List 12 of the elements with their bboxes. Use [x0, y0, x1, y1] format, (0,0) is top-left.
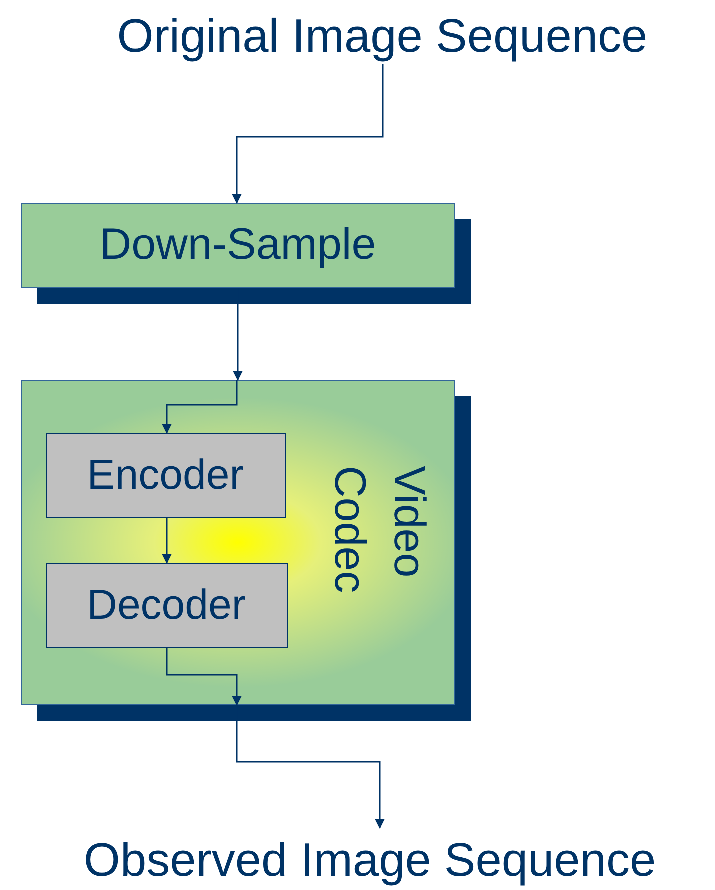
arrow: [162, 380, 238, 434]
sequence-label: Observed Image Sequence: [30, 830, 710, 888]
process-label: Encoder: [87, 452, 244, 498]
process-label: Down-Sample: [100, 222, 376, 269]
process-box: [46, 432, 286, 518]
arrow: [232, 64, 384, 204]
process-label: Decoder: [87, 582, 246, 628]
arrow: [162, 518, 172, 564]
sequence-label: Original Image Sequence: [60, 6, 705, 64]
process-box: [46, 562, 288, 648]
arrow: [166, 648, 242, 706]
container-title: Video Codec: [324, 466, 435, 596]
